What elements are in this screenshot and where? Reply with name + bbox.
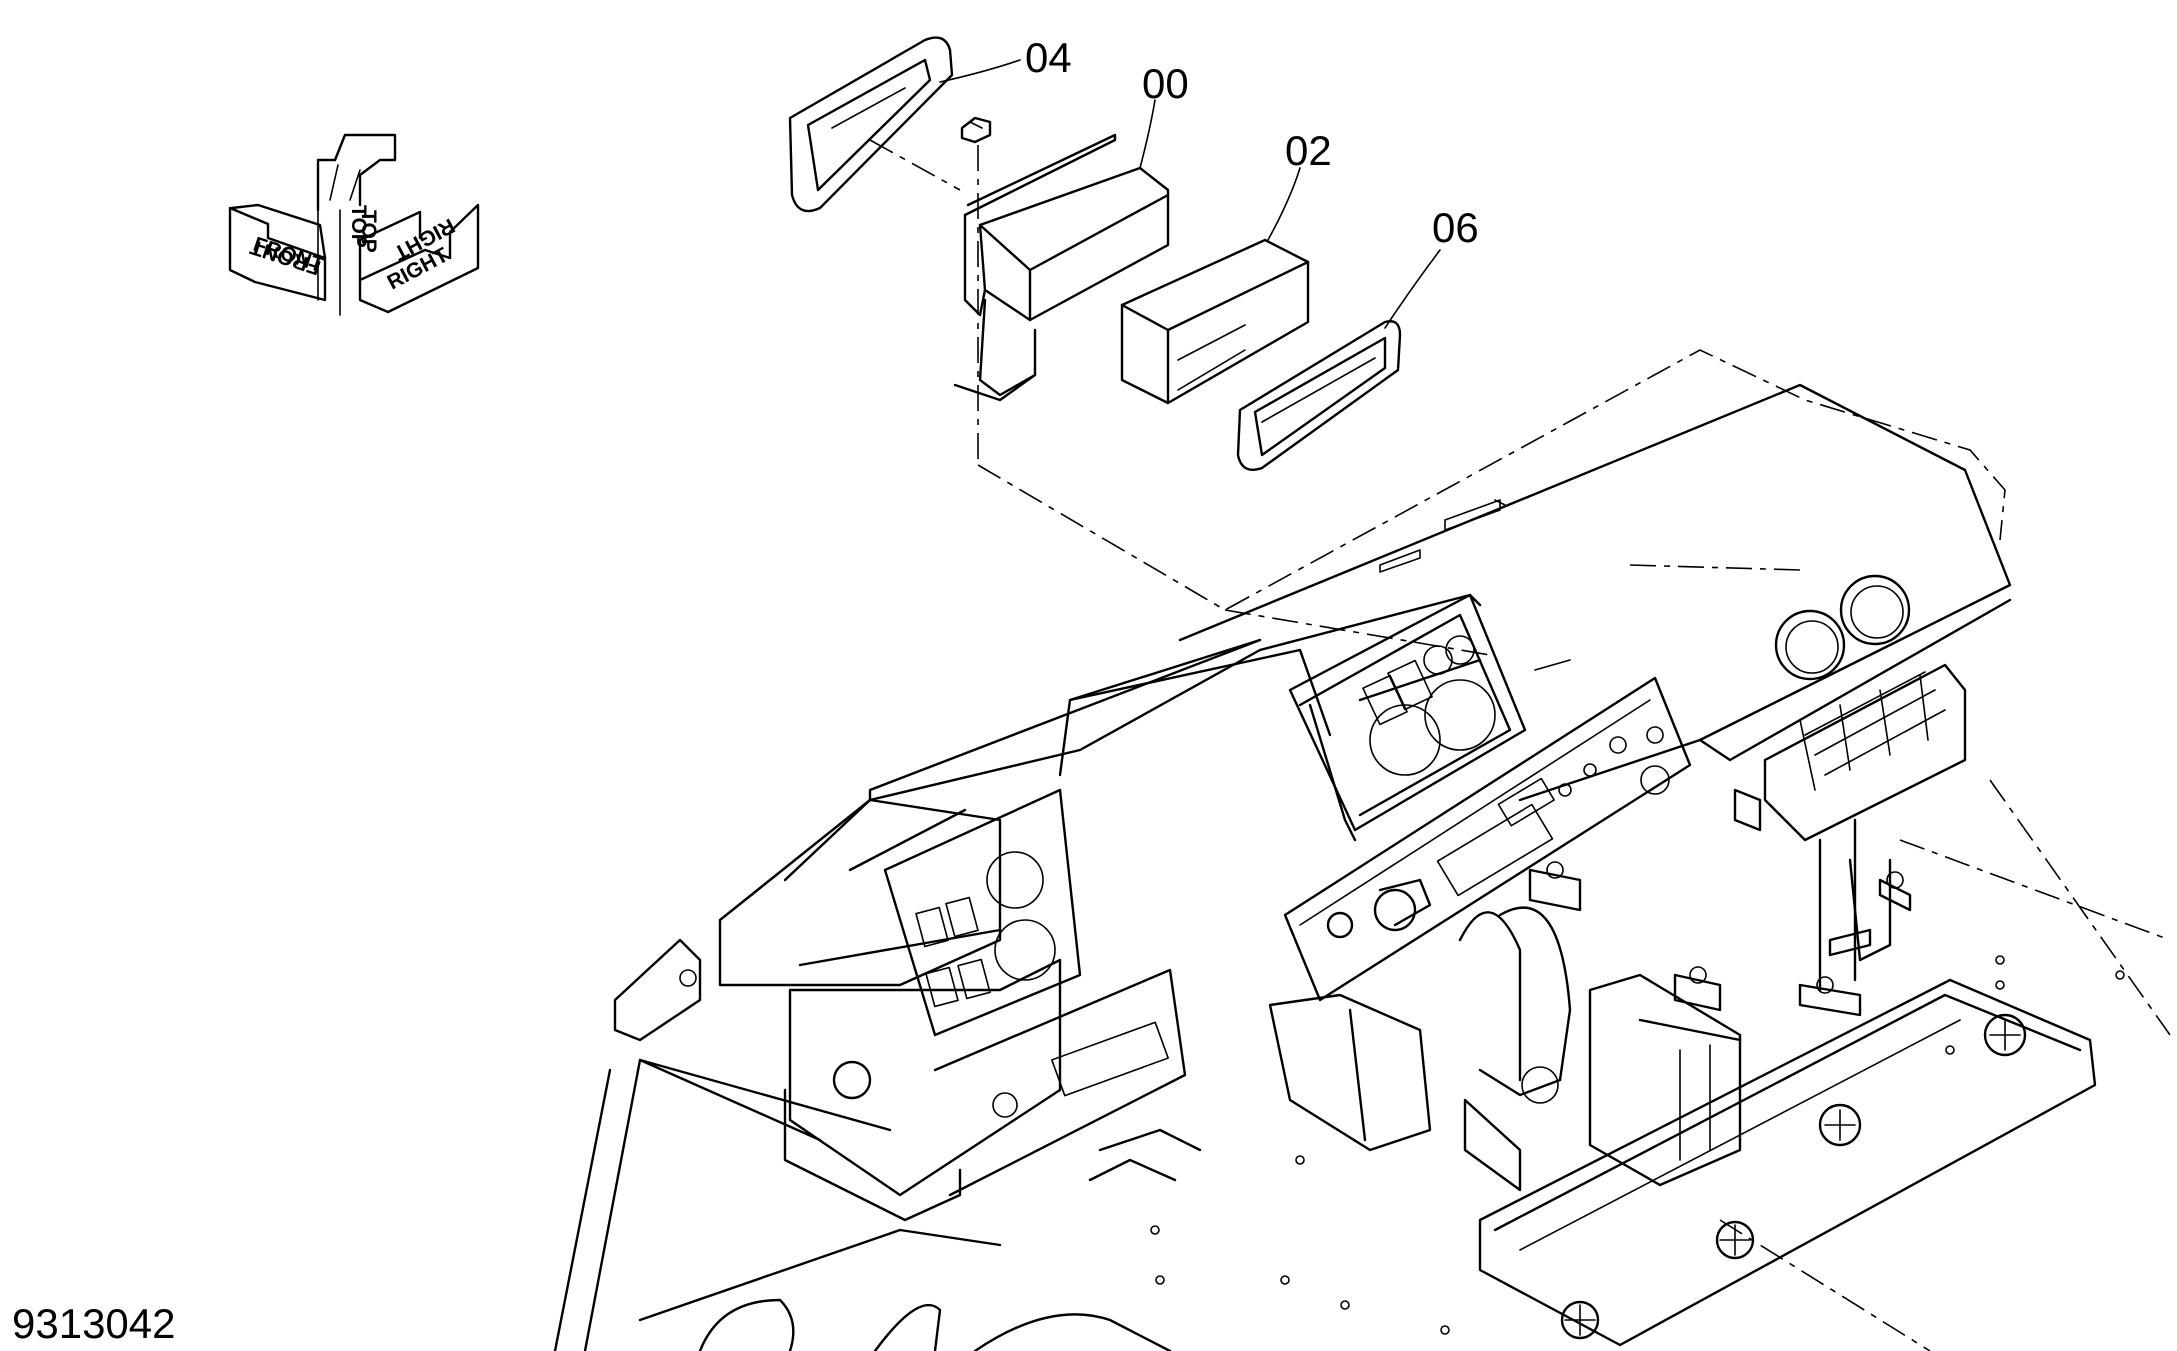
callout-label: 00 xyxy=(1142,60,1189,107)
part-02-duct-sleeve xyxy=(1120,238,1310,405)
console-assembly xyxy=(553,349,2171,1351)
callout-label: 02 xyxy=(1285,127,1332,174)
orientation-label-top: TOP xyxy=(347,205,370,248)
part-04-seal-frame xyxy=(788,36,954,213)
callout-label: 04 xyxy=(1025,34,1072,81)
callout-label: 06 xyxy=(1432,204,1479,251)
orientation-arrows-icon xyxy=(228,133,480,316)
orientation-label-top-secondary: TOP xyxy=(357,210,380,253)
orientation-indicator: FRONT FRONT TOP TOP RIGHT RIGHT xyxy=(228,133,480,316)
callout-leaders xyxy=(869,59,1441,465)
document-number: 9313042 xyxy=(12,1300,176,1347)
fastener-bolt xyxy=(960,116,992,144)
part-00-duct-housing xyxy=(953,133,1170,402)
part-06-grille-frame xyxy=(1236,320,1402,472)
